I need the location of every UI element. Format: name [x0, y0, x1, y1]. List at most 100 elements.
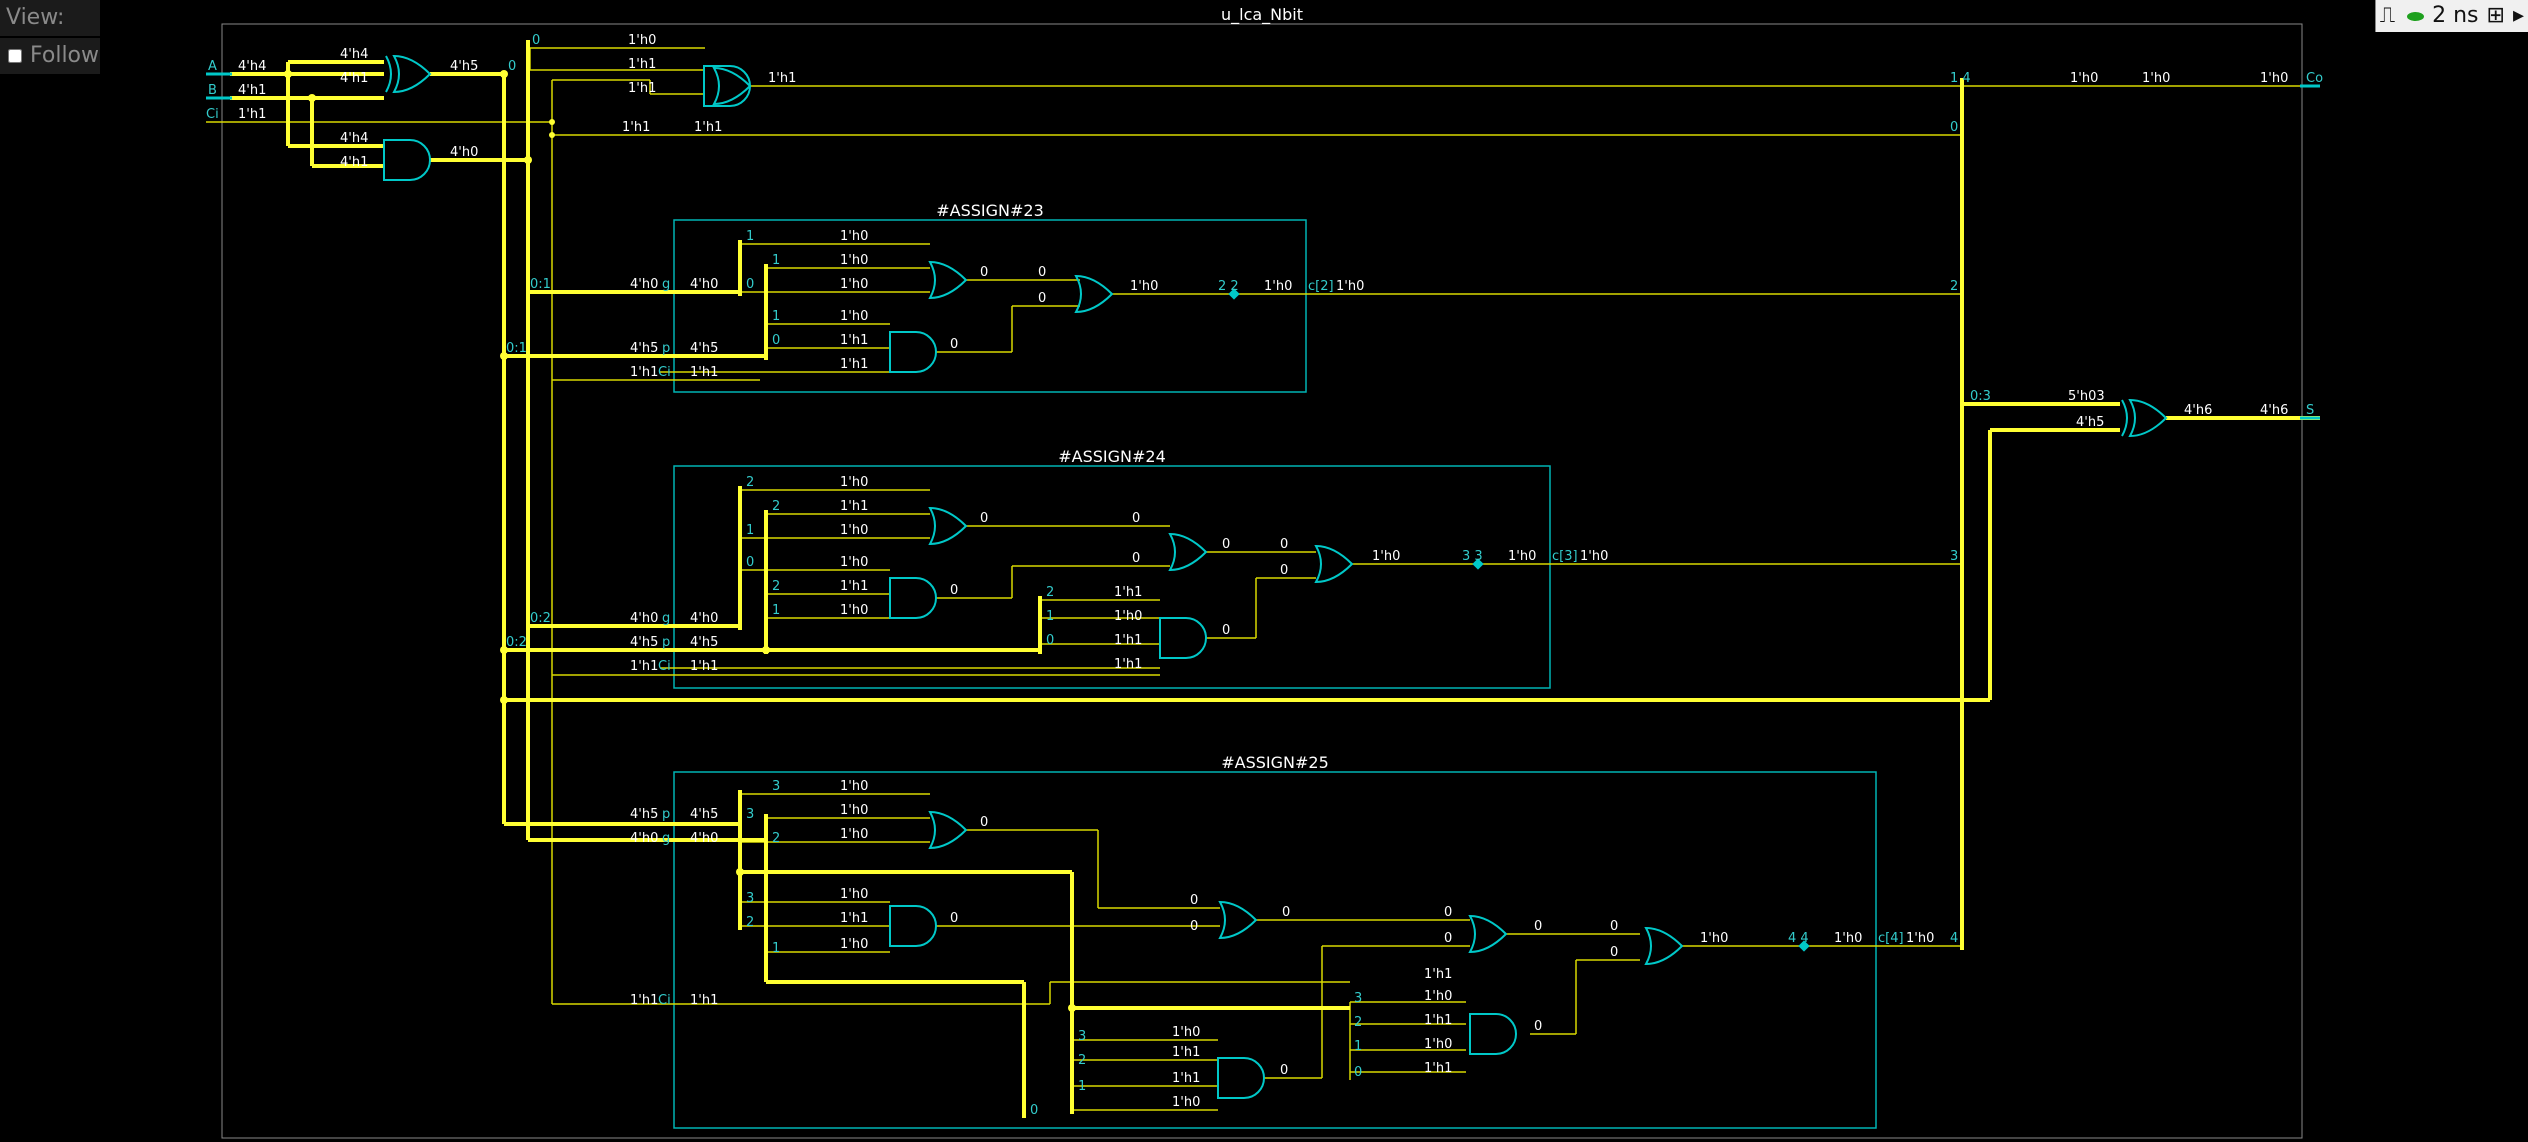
svg-text:1'h0: 1'h0	[1424, 1037, 1452, 1052]
svg-text:3: 3	[772, 779, 780, 794]
svg-text:1'h0: 1'h0	[1372, 549, 1400, 564]
svg-text:1'h1: 1'h1	[840, 333, 868, 348]
port-a: A	[208, 59, 217, 74]
svg-text:4: 4	[1950, 931, 1958, 946]
svg-text:1: 1	[746, 523, 754, 538]
svg-text:4 4: 4 4	[1788, 931, 1809, 946]
svg-text:2: 2	[772, 831, 780, 846]
svg-text:0: 0	[1222, 623, 1230, 638]
svg-text:1'h0: 1'h0	[840, 937, 868, 952]
svg-text:3: 3	[1950, 549, 1958, 564]
follow-toggle[interactable]: Follow	[0, 38, 100, 74]
svg-text:c[3]: c[3]	[1552, 549, 1578, 564]
svg-text:0: 0	[532, 33, 540, 48]
svg-text:1'h1: 1'h1	[628, 81, 656, 96]
timescale-value[interactable]: 2 ns	[2432, 3, 2479, 28]
svg-text:5'h03: 5'h03	[2068, 389, 2105, 404]
toolbar: ⎍ 2 ns ⊞ ▸	[2374, 0, 2528, 32]
svg-text:4'h1: 4'h1	[238, 83, 266, 98]
svg-text:4'h1: 4'h1	[340, 155, 368, 170]
svg-text:0: 0	[1132, 551, 1140, 566]
or-final-a23	[1075, 275, 1113, 313]
svg-text:1'h1: 1'h1	[1424, 1013, 1452, 1028]
svg-text:p: p	[662, 807, 670, 822]
svg-text:1'h0: 1'h0	[840, 253, 868, 268]
svg-text:1'h0: 1'h0	[1336, 279, 1364, 294]
svg-text:0:1: 0:1	[506, 341, 527, 356]
svg-text:1'h0: 1'h0	[1424, 989, 1452, 1004]
svg-text:1'h0: 1'h0	[840, 827, 868, 842]
svg-text:4'h5: 4'h5	[630, 807, 658, 822]
svg-text:g: g	[662, 831, 670, 846]
svg-text:1'h0: 1'h0	[2142, 71, 2170, 86]
ports	[206, 72, 2320, 420]
svg-text:3: 3	[1354, 991, 1362, 1006]
thin-wires	[206, 47, 2320, 1111]
svg-text:p: p	[662, 635, 670, 650]
svg-text:0: 0	[1950, 120, 1958, 135]
svg-text:4'h5: 4'h5	[2076, 415, 2104, 430]
and-gate-ab	[383, 139, 431, 181]
svg-text:4'h0: 4'h0	[630, 831, 658, 846]
svg-text:1'h0: 1'h0	[1172, 1025, 1200, 1040]
svg-text:1'h1: 1'h1	[1172, 1045, 1200, 1060]
svg-text:c[2]: c[2]	[1308, 279, 1334, 294]
svg-text:Ci: Ci	[658, 993, 671, 1008]
svg-text:1: 1	[1354, 1039, 1362, 1054]
svg-text:g: g	[662, 611, 670, 626]
zoom-icon[interactable]: ⊞	[2486, 3, 2505, 28]
svg-text:1'h0: 1'h0	[840, 475, 868, 490]
svg-text:3: 3	[1078, 1029, 1086, 1044]
svg-text:1'h1: 1'h1	[1114, 585, 1142, 600]
assign24-block[interactable]	[673, 465, 1551, 689]
assign25-block[interactable]	[673, 771, 1877, 1129]
module-frame	[221, 23, 2303, 1139]
svg-text:4'h4: 4'h4	[340, 131, 368, 146]
svg-text:1'h0: 1'h0	[1580, 549, 1608, 564]
assign23-block[interactable]	[673, 219, 1307, 393]
view-mode-label[interactable]: View: Full	[0, 0, 100, 66]
svg-text:1'h0: 1'h0	[840, 887, 868, 902]
assign23-title: #ASSIGN#23	[936, 201, 1044, 220]
svg-text:0: 0	[1046, 633, 1054, 648]
module-title: u_lca_Nbit	[1221, 5, 1303, 25]
svg-text:2: 2	[1046, 585, 1054, 600]
svg-text:p: p	[662, 341, 670, 356]
svg-text:4'h4: 4'h4	[238, 59, 266, 74]
svg-text:0: 0	[1354, 1065, 1362, 1080]
junctions	[284, 70, 1810, 1012]
svg-text:4'h0: 4'h0	[630, 611, 658, 626]
svg-text:1: 1	[772, 309, 780, 324]
svg-text:1'h1: 1'h1	[1114, 633, 1142, 648]
svg-text:1'h0: 1'h0	[840, 277, 868, 292]
svg-text:1'h0: 1'h0	[2260, 71, 2288, 86]
and3-gate-a25	[1469, 1013, 1517, 1055]
svg-text:1'h0: 1'h0	[1114, 609, 1142, 624]
waveform-icon[interactable]: ⎍	[2379, 3, 2396, 28]
svg-text:4'h5: 4'h5	[630, 341, 658, 356]
svg-text:2: 2	[746, 915, 754, 930]
svg-text:4'h0: 4'h0	[450, 145, 478, 160]
svg-text:1: 1	[1078, 1079, 1086, 1094]
svg-text:1'h1: 1'h1	[768, 71, 796, 86]
follow-label: Follow	[30, 43, 100, 68]
port-ci: Ci	[206, 107, 219, 122]
svg-text:1'h1: 1'h1	[1114, 657, 1142, 672]
svg-text:1: 1	[772, 253, 780, 268]
follow-checkbox[interactable]	[8, 49, 22, 63]
port-s: S	[2306, 403, 2314, 418]
svg-text:0:2: 0:2	[530, 611, 551, 626]
svg-text:1'h0: 1'h0	[1834, 931, 1862, 946]
svg-text:1'h1: 1'h1	[690, 993, 718, 1008]
svg-text:1'h0: 1'h0	[1508, 549, 1536, 564]
expand-icon[interactable]: ▸	[2512, 3, 2524, 28]
svg-text:1'h0: 1'h0	[1130, 279, 1158, 294]
svg-text:1'h1: 1'h1	[690, 659, 718, 674]
svg-text:1'h0: 1'h0	[1264, 279, 1292, 294]
svg-text:0: 0	[1132, 511, 1140, 526]
svg-text:0: 0	[1280, 537, 1288, 552]
svg-text:3: 3	[746, 807, 754, 822]
svg-text:1'h0: 1'h0	[840, 229, 868, 244]
svg-text:4'h4: 4'h4	[340, 47, 368, 62]
